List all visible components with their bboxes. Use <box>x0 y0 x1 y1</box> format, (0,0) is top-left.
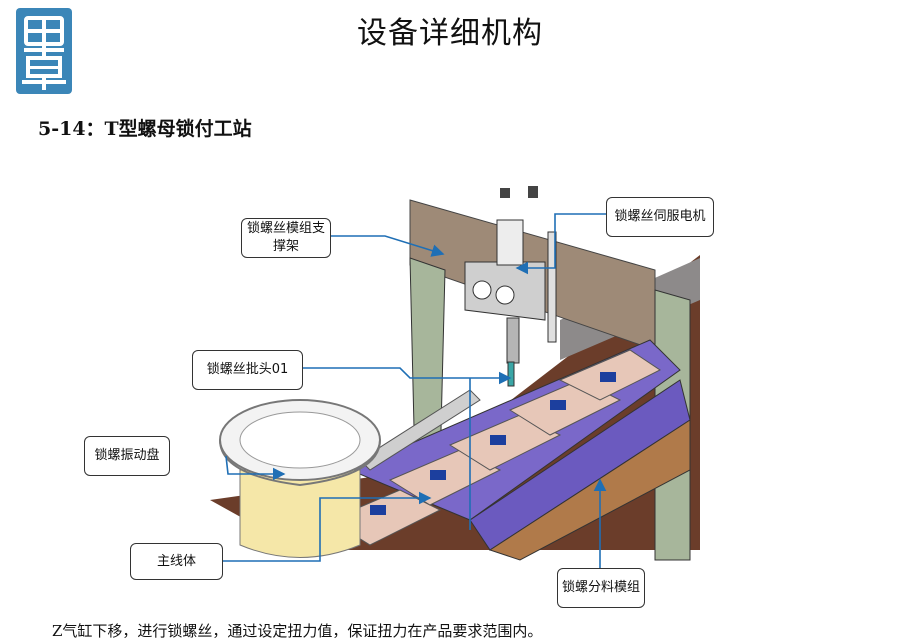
callout-distribution-module: 锁螺分料模组 <box>557 568 645 608</box>
section-heading: 5-14：T型螺母锁付工站 <box>38 118 252 140</box>
callout-vibration-tray: 锁螺振动盘 <box>84 436 170 476</box>
callout-servo-motor: 锁螺丝伺服电机 <box>606 197 714 237</box>
caption-text: Z气缸下移，进行锁螺丝，通过设定扭力值，保证扭力在产品要求范围内。 <box>52 622 543 640</box>
callout-screw-bit: 锁螺丝批头01 <box>192 350 303 390</box>
callout-main-line: 主线体 <box>130 543 223 580</box>
callout-support-frame: 锁螺丝模组支撑架 <box>241 218 331 258</box>
page-title: 设备详细机构 <box>357 16 543 51</box>
company-logo <box>14 6 74 96</box>
